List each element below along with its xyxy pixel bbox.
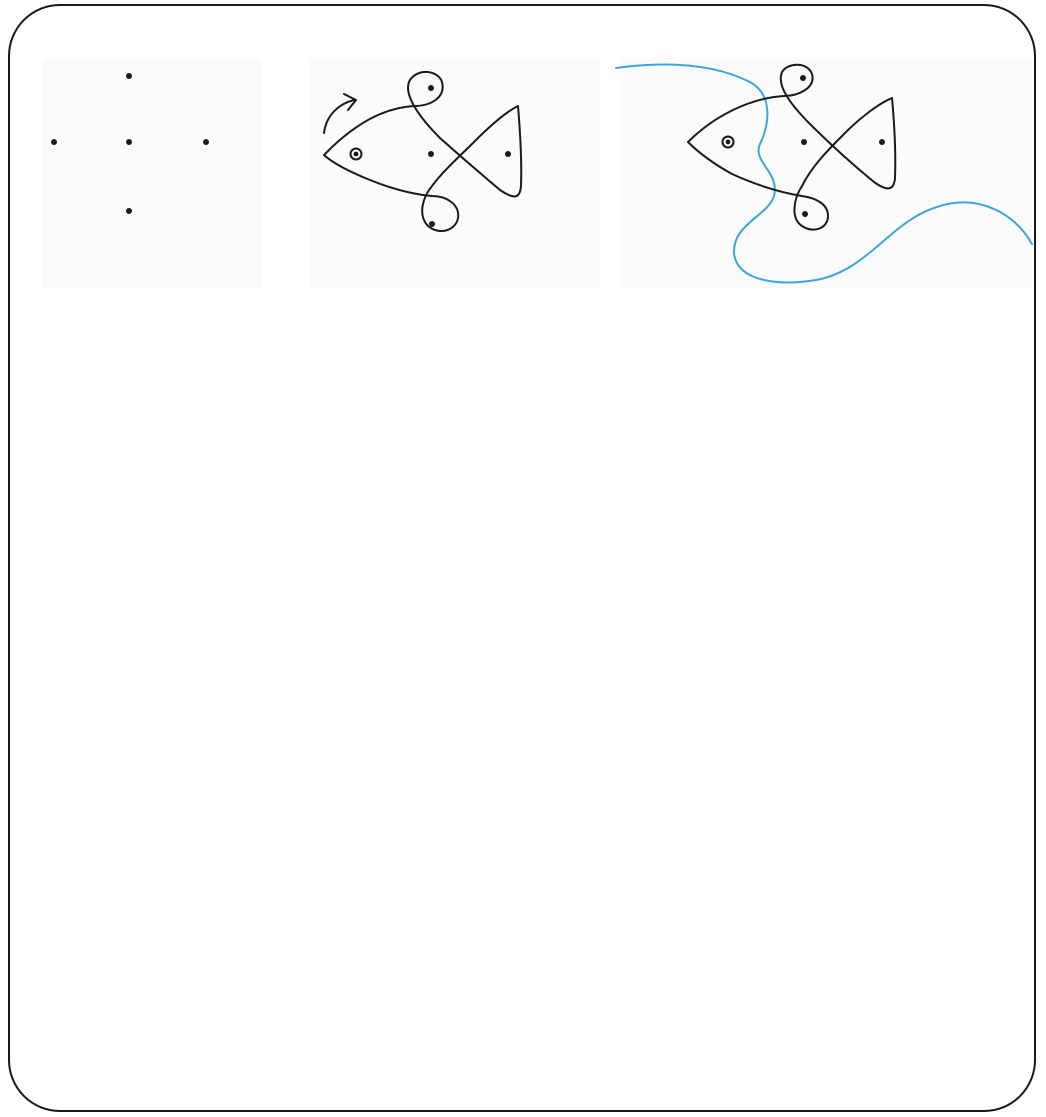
fish-wave-panel: [620, 58, 1036, 288]
fish-top-loop: [324, 72, 521, 231]
fish-bottom-dot: [429, 221, 435, 227]
fish-center-dot: [428, 151, 434, 157]
figure-frame: [8, 4, 1036, 1112]
fish-drawing: [310, 58, 600, 288]
dot-center: [126, 139, 132, 145]
fish-panel: [310, 58, 600, 288]
wave-fish-center-dot: [801, 139, 807, 145]
dot-top: [126, 73, 132, 79]
fish-eye-icon: [351, 149, 362, 160]
fish-wave-drawing: [620, 58, 1036, 288]
wave-line: [616, 65, 1032, 283]
dot-grid-panel: [42, 58, 262, 288]
dot-left: [51, 139, 57, 145]
fish-top-loop-2: [688, 65, 895, 230]
wave-fish-eye-icon: [723, 137, 734, 148]
dot-bottom: [126, 208, 132, 214]
dot-right: [203, 139, 209, 145]
dot-grid: [42, 58, 262, 288]
wave-fish-tail-dot: [879, 139, 885, 145]
fish-top-dot: [428, 85, 434, 91]
wave-fish-bottom-dot: [802, 211, 808, 217]
arrow-icon: [324, 94, 356, 133]
wave-fish-top-dot: [800, 75, 806, 81]
fish-tail-dot: [505, 151, 511, 157]
